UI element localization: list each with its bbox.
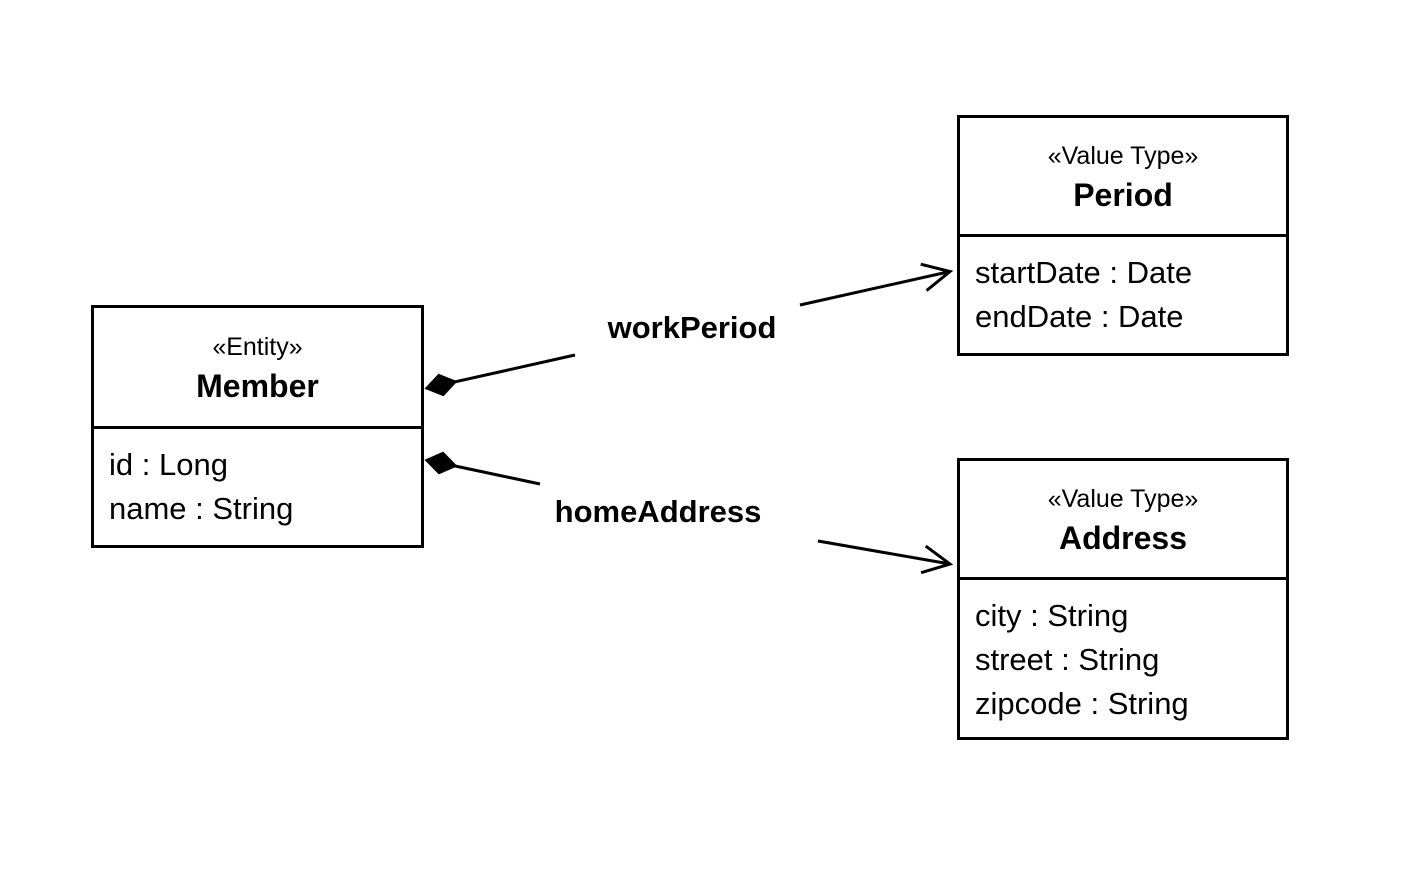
class-member-header: «Entity» Member [94,308,421,426]
class-period-name: Period [1073,177,1173,213]
class-period-header: «Value Type» Period [960,118,1286,234]
class-period[interactable]: «Value Type» Period startDate : Date end… [957,115,1289,356]
attribute-id: id : Long [109,447,228,482]
class-period-stereotype: «Value Type» [1047,142,1199,170]
relation-label-homeaddress: homeAddress [550,494,766,530]
class-member-name: Member [196,368,319,404]
attribute-enddate: endDate : Date [975,299,1184,334]
class-address-attributes: city : String street : String zipcode : … [960,577,1286,726]
class-address-header: «Value Type» Address [960,461,1286,577]
attribute-city: city : String [975,598,1129,633]
class-address-stereotype: «Value Type» [1047,485,1199,513]
attribute-street: street : String [975,642,1160,677]
class-period-attributes: startDate : Date endDate : Date [960,234,1286,339]
attribute-startdate: startDate : Date [975,255,1193,290]
relation-label-workperiod: workPeriod [603,310,781,346]
composition-diamond-icon [424,451,458,475]
class-member[interactable]: «Entity» Member id : Long name : String [91,305,424,548]
attribute-zipcode: zipcode : String [975,686,1189,721]
class-member-attributes: id : Long name : String [94,426,421,531]
attribute-name: name : String [109,491,294,526]
composition-diamond-icon [424,373,458,397]
class-address[interactable]: «Value Type» Address city : String stree… [957,458,1289,740]
class-member-stereotype: «Entity» [212,333,303,361]
class-address-name: Address [1058,520,1188,556]
